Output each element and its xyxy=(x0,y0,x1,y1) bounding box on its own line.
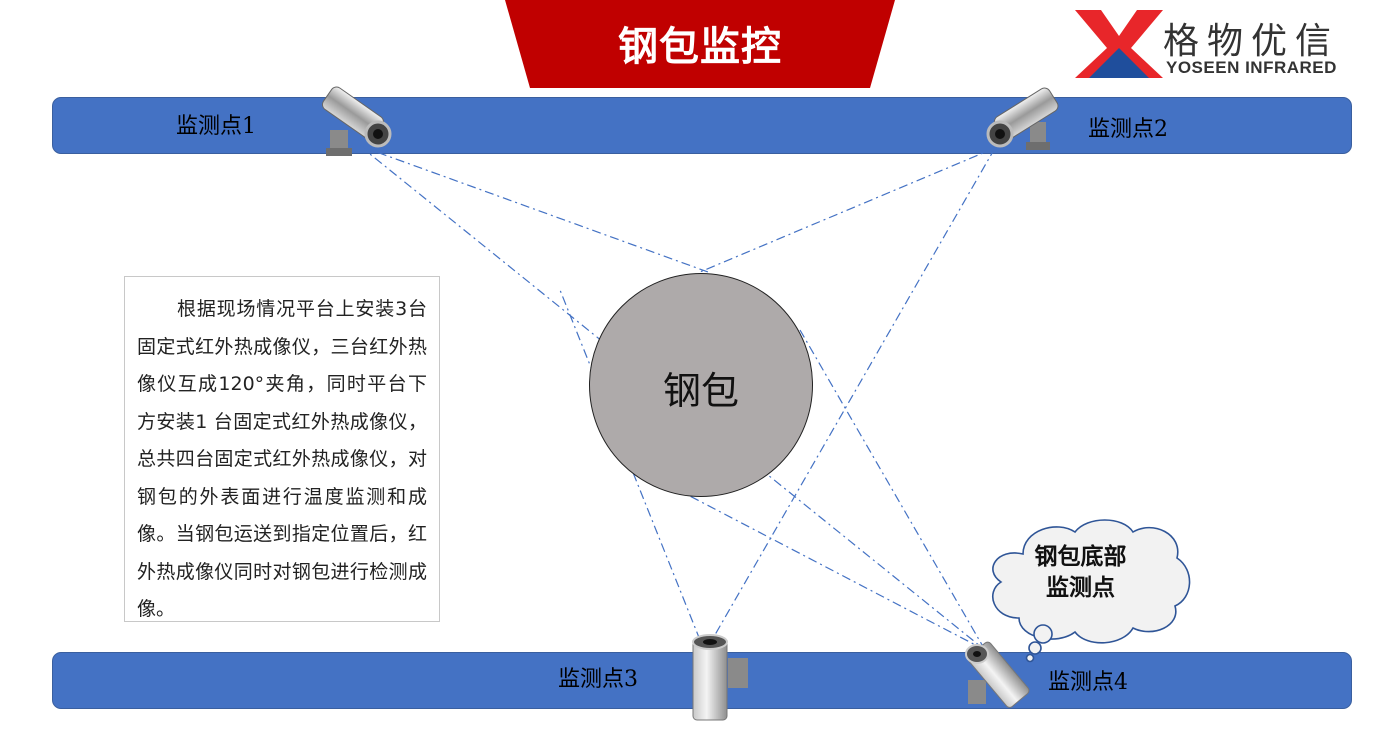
monitor-point-2-label: 监测点2 xyxy=(1088,117,1168,142)
thermal-camera-icon xyxy=(692,634,748,721)
upper-platform-bar xyxy=(52,97,1352,154)
thought-cloud xyxy=(991,519,1191,663)
ladle-label: 钢包 xyxy=(662,369,739,413)
description-box: 根据现场情况平台上安装3台固定式红外热成像仪，三台红外热像仪互成120°夹角，同… xyxy=(124,276,440,622)
monitor-point-1-label: 监测点1 xyxy=(176,114,256,139)
page-title: 钢包监控 xyxy=(618,24,782,70)
monitor-point-4-label: 监测点4 xyxy=(1048,670,1128,695)
thermal-camera-icon xyxy=(986,87,1059,150)
thermal-camera-icon xyxy=(321,86,392,156)
bottom-monitor-note: 钢包底部 监测点 xyxy=(1034,543,1127,601)
steel-ladle xyxy=(589,273,813,497)
thermal-camera-icon xyxy=(965,641,1030,708)
logo-mark-icon xyxy=(1075,10,1163,78)
logo-chinese-name: 格物优信 xyxy=(1163,21,1340,62)
monitor-point-3-label: 监测点3 xyxy=(558,667,638,692)
title-banner xyxy=(505,0,895,88)
logo-english-name: YOSEEN INFRARED xyxy=(1166,58,1337,77)
